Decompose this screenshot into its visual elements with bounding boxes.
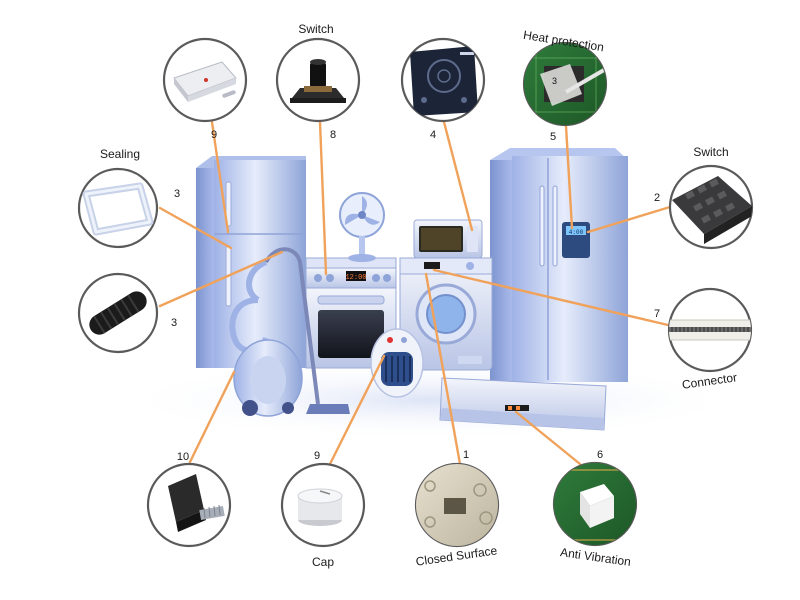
leader-lines <box>158 120 672 466</box>
leader-cap <box>328 354 386 466</box>
leader-heat <box>564 124 574 230</box>
svg-text:3: 3 <box>552 76 557 86</box>
leader-sealing <box>158 206 233 250</box>
cap-number: 9 <box>314 450 320 462</box>
callout-rubber-boot: 3 <box>77 272 177 354</box>
callout-heat-protection: 3 Heat protection 5 <box>522 28 608 143</box>
air-conditioner <box>439 377 607 431</box>
callout-keypad: 4 <box>400 37 486 141</box>
desk-fan <box>339 192 385 262</box>
sealing-number: 3 <box>174 188 180 200</box>
sealing-label: Sealing <box>100 147 140 161</box>
oven-readout: 12:00 <box>345 274 366 282</box>
rubber-bellows-icon <box>89 291 147 335</box>
callout-powerbank: 9 <box>162 37 248 141</box>
space-heater <box>370 328 424 398</box>
keypad-number: 4 <box>430 129 436 141</box>
leader-boot <box>158 250 284 308</box>
thermal-pad-icon: 3 <box>524 43 606 125</box>
damper-pad-icon <box>554 463 636 545</box>
heat-number: 5 <box>550 131 556 143</box>
callout-anti-vibration: Anti Vibration 6 <box>552 449 638 569</box>
washing-machine <box>399 257 493 371</box>
vibration-number: 6 <box>597 449 603 461</box>
callout-switch-right: Switch 2 <box>654 145 754 250</box>
boot-number: 3 <box>171 317 177 329</box>
rotary-switch-icon <box>290 59 346 103</box>
switch-right-number: 2 <box>654 192 660 204</box>
closed-surface-label: Closed Surface <box>415 543 499 568</box>
leader-connector <box>432 268 670 327</box>
callout-adjustable-foot: 10 <box>146 451 232 548</box>
zebra-connector-icon <box>669 319 751 341</box>
power-bank-icon <box>173 61 237 102</box>
cap-label: Cap <box>312 555 334 569</box>
leader-foot <box>188 370 236 464</box>
switch-top-number: 8 <box>330 129 336 141</box>
leader-vibration <box>514 410 582 466</box>
fridge-readout: 4:00 <box>569 229 584 236</box>
anti-vibration-label: Anti Vibration <box>559 545 631 569</box>
closed-number: 1 <box>463 449 469 461</box>
appliances-group: 4:00 12:00 <box>196 148 628 431</box>
leader-keypad <box>442 120 474 232</box>
callout-closed-surface: Closed Surface 1 <box>415 449 500 569</box>
left-refrigerator <box>196 156 306 368</box>
leader-closed <box>424 272 462 466</box>
membrane-panel-icon <box>416 464 498 546</box>
connector-number: 7 <box>654 308 660 320</box>
callout-sealing: Sealing 3 <box>77 147 180 249</box>
tactile-switch-array-icon <box>672 176 752 244</box>
foot-number: 10 <box>177 451 189 463</box>
leveling-foot-icon <box>168 474 225 532</box>
switch-top-label: Switch <box>298 22 333 36</box>
right-refrigerator: 4:00 <box>490 148 628 382</box>
microwave <box>413 219 483 259</box>
leader-switch-top <box>318 120 328 276</box>
leader-powerbank <box>210 120 230 234</box>
gasket-seal-icon <box>82 182 154 236</box>
powerbank-number: 9 <box>211 129 217 141</box>
control-keypad-icon <box>410 46 478 116</box>
callout-cap: Cap 9 <box>280 450 366 569</box>
callout-switch-top: Switch 8 <box>275 22 361 141</box>
leader-switch-right <box>586 205 672 234</box>
switch-right-label: Switch <box>693 145 728 159</box>
knob-cap-icon <box>297 488 343 526</box>
